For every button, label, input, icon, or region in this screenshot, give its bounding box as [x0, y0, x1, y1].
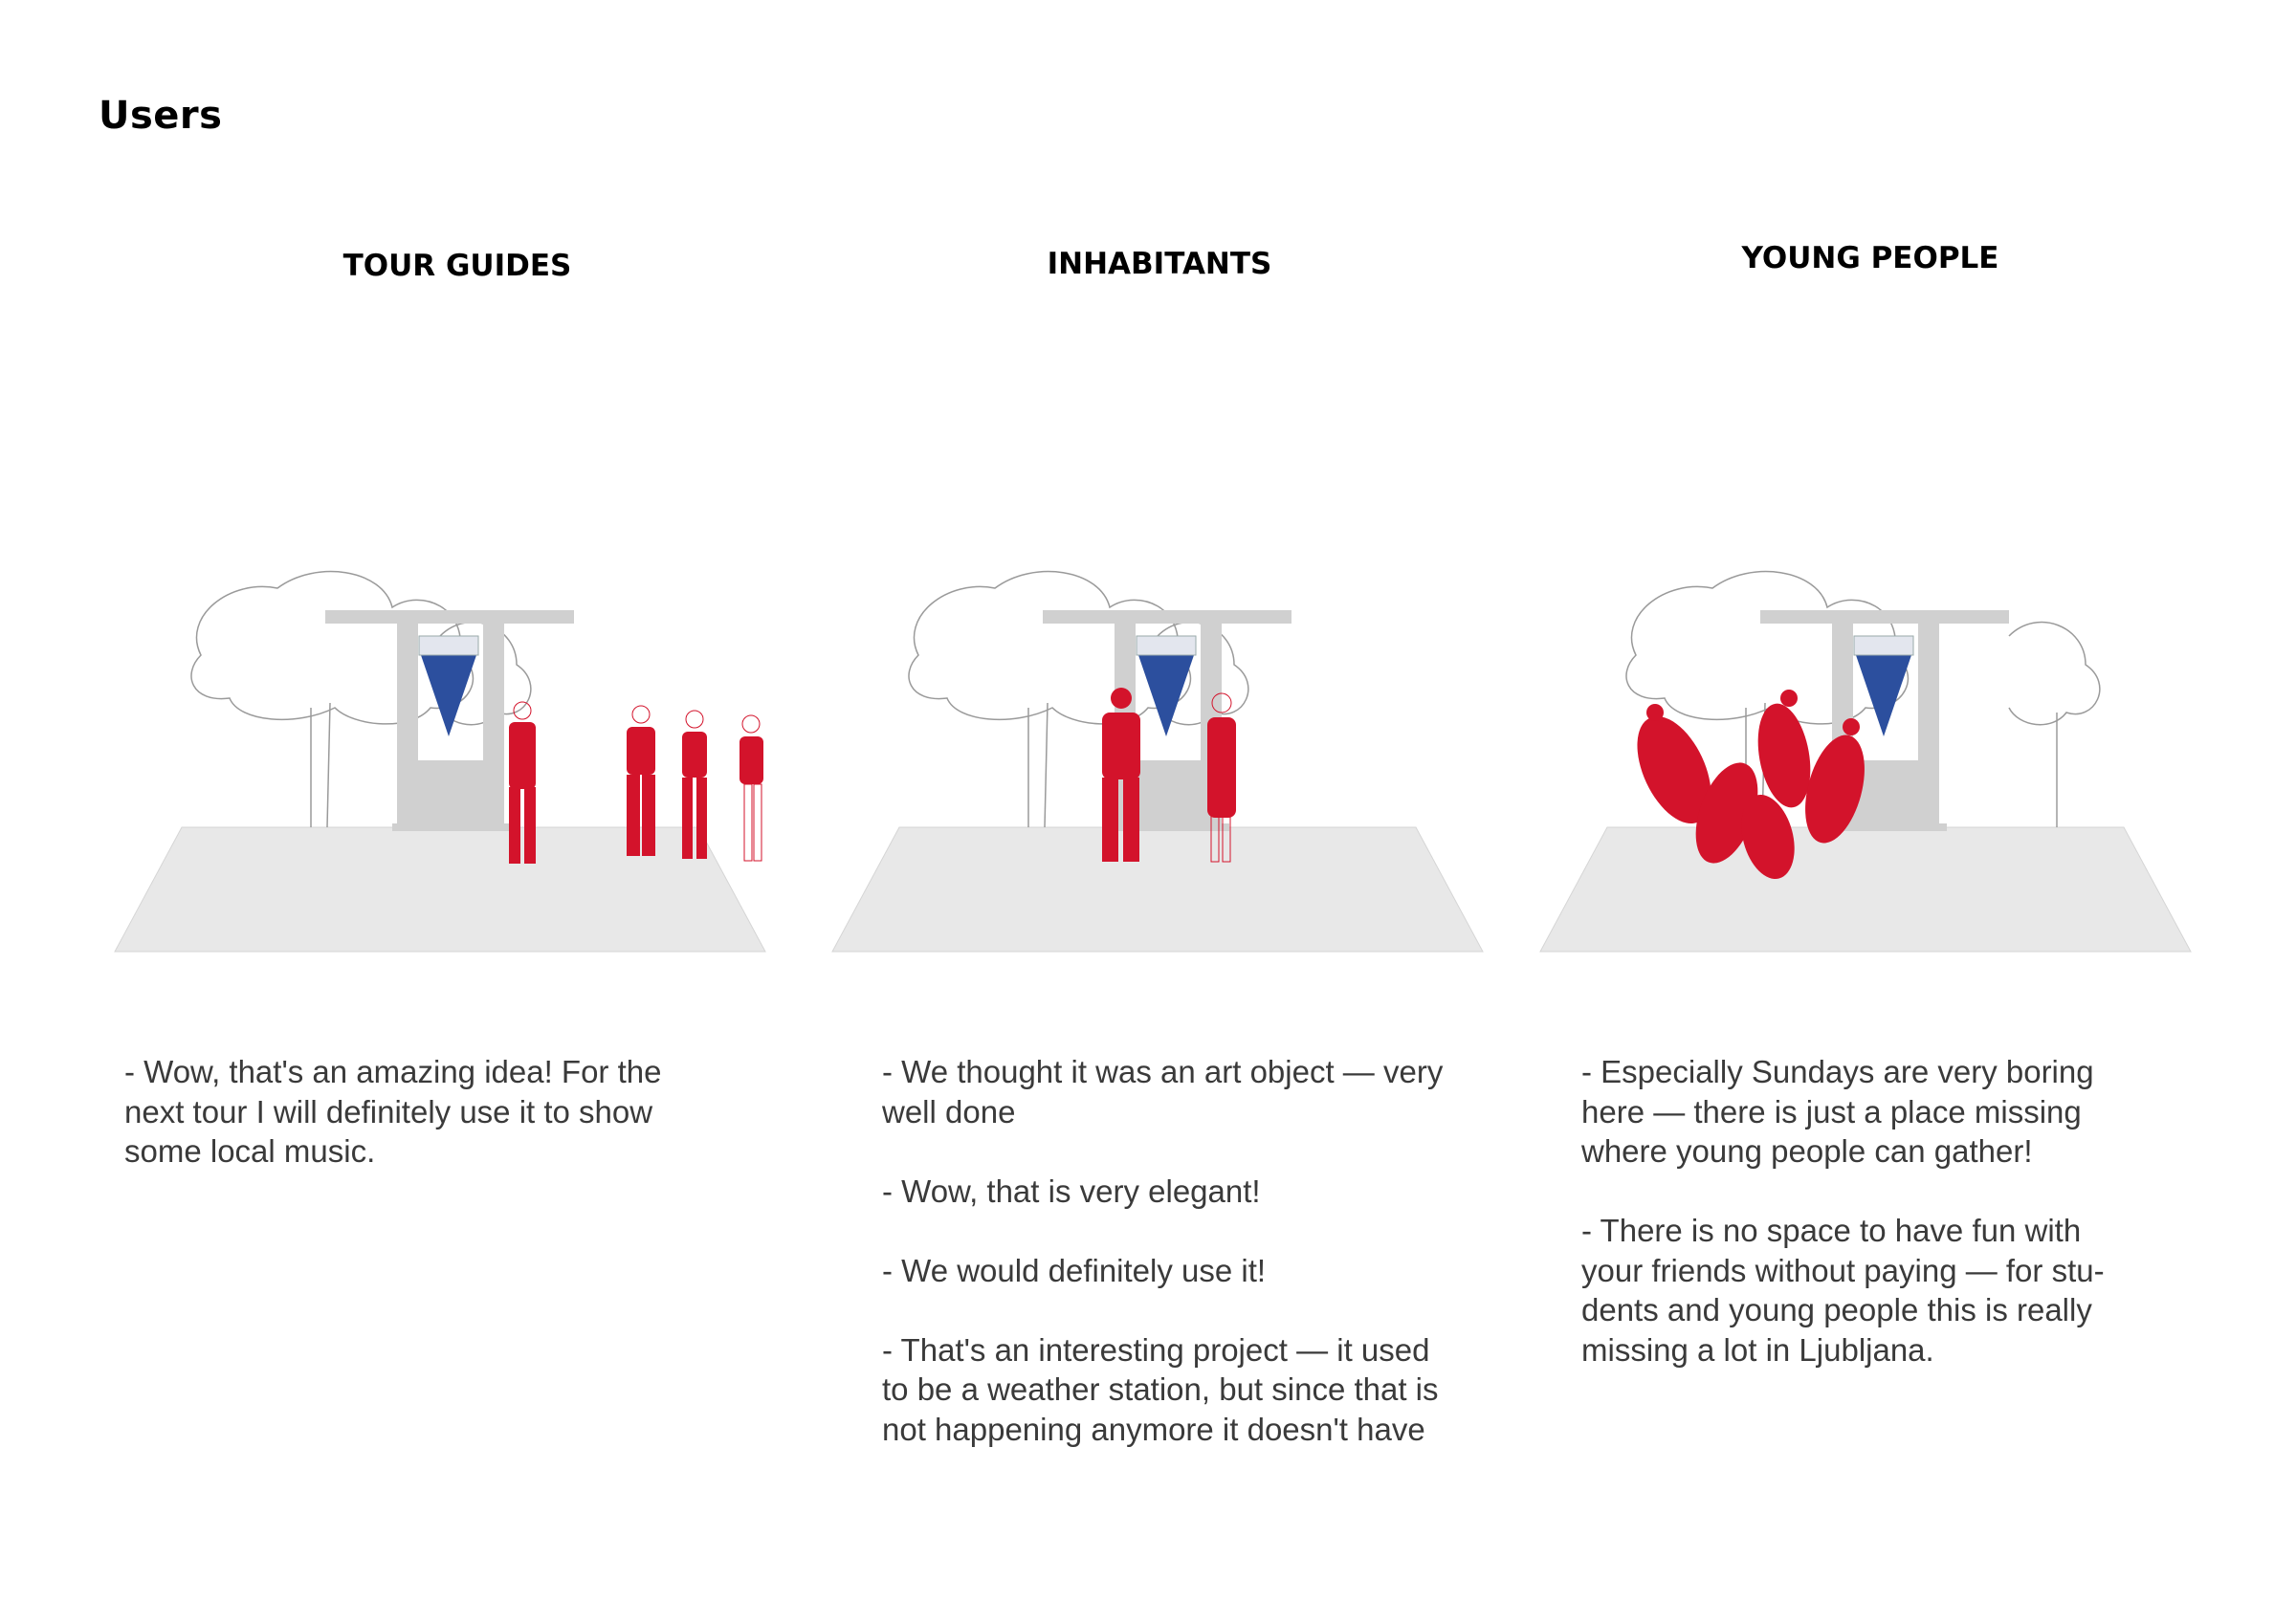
kiosk-funnel	[1856, 655, 1911, 736]
illustration-young-people	[1531, 550, 2200, 961]
people-dancing	[1637, 690, 1865, 879]
quotes-inhabitants: - We thought it was an art object — very…	[882, 1052, 1446, 1489]
kiosk-top	[418, 635, 479, 656]
people-pair	[1102, 688, 1236, 863]
ground-plane	[831, 826, 1484, 953]
scene-svg	[1539, 570, 2192, 953]
quote: - Especially Sundays are very boring her…	[1581, 1054, 2094, 1169]
kiosk-top	[1853, 635, 1914, 656]
kiosk-top	[1136, 635, 1197, 656]
people-group	[509, 701, 763, 864]
ground-plane	[1539, 826, 2192, 953]
quote: - There is no space to have fun with you…	[1581, 1213, 2105, 1368]
column-heading-young-people: YOUNG PEOPLE	[1741, 241, 1999, 275]
scene-svg	[114, 570, 766, 953]
quotes-tour-guides: - Wow, that's an amazing idea! For the n…	[124, 1052, 689, 1211]
quote: - Wow, that is very elegant!	[882, 1173, 1261, 1209]
illustration-tour-guides	[105, 550, 775, 961]
kiosk-funnel	[1138, 655, 1194, 736]
scene-svg	[831, 570, 1484, 953]
quote: - We would definitely use it!	[882, 1252, 1267, 1288]
kiosk-frame	[325, 610, 574, 831]
quotes-young-people: - Especially Sundays are very boring her…	[1581, 1052, 2117, 1410]
page-title: Users	[99, 94, 223, 138]
quote: - Wow, that's an amazing idea! For the n…	[124, 1054, 662, 1169]
quote: - We thought it was an art object — very…	[882, 1054, 1444, 1130]
kiosk-funnel	[421, 655, 476, 736]
ground-plane	[114, 826, 766, 953]
column-heading-tour-guides: TOUR GUIDES	[342, 249, 572, 283]
quote: - That's an interesting project — it use…	[882, 1331, 1439, 1447]
column-heading-inhabitants: INHABITANTS	[1047, 247, 1272, 281]
illustration-inhabitants	[823, 550, 1492, 961]
